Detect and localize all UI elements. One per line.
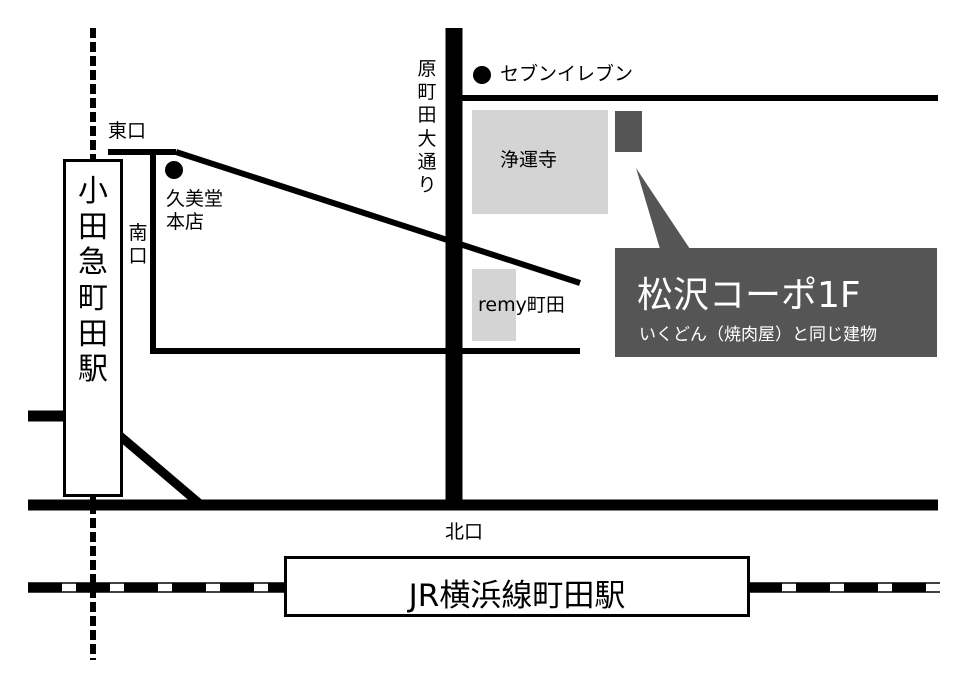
jounji-label: 浄運寺 [500, 149, 558, 171]
road-diagonal [175, 149, 581, 286]
east-exit-label: 東口 [108, 120, 147, 142]
haramachida-odori-label: 原町田大通り [417, 58, 437, 196]
destination-note: いくどん（焼肉屋）と同じ建物 [639, 325, 877, 345]
north-exit-label: 北口 [445, 521, 484, 543]
jr-station-name: JR横浜線町田駅 [408, 578, 626, 614]
jounji-building [472, 110, 608, 214]
seven-eleven-label: セブンイレブン [500, 63, 634, 85]
remy-building [472, 269, 516, 341]
odakyu-station-name: 小田急町田駅 [78, 174, 108, 388]
kumido-label: 久美堂本店 [166, 188, 224, 233]
jr-machida-station: JR横浜線町田駅 [284, 556, 750, 617]
matsuzawa-coop-building [615, 111, 642, 152]
destination-callout: 松沢コーポ1F いくどん（焼肉屋）と同じ建物 [615, 248, 937, 357]
kumido-marker [165, 161, 183, 179]
odakyu-machida-station: 小田急町田駅 [63, 159, 123, 497]
destination-name: 松沢コーポ1F [637, 275, 861, 316]
south-exit-label: 南口 [128, 222, 148, 268]
seven-eleven-marker [473, 66, 491, 84]
remy-label: remy町田 [478, 294, 565, 316]
callout-pointer [636, 168, 690, 249]
road-station-diagonal [117, 432, 203, 508]
